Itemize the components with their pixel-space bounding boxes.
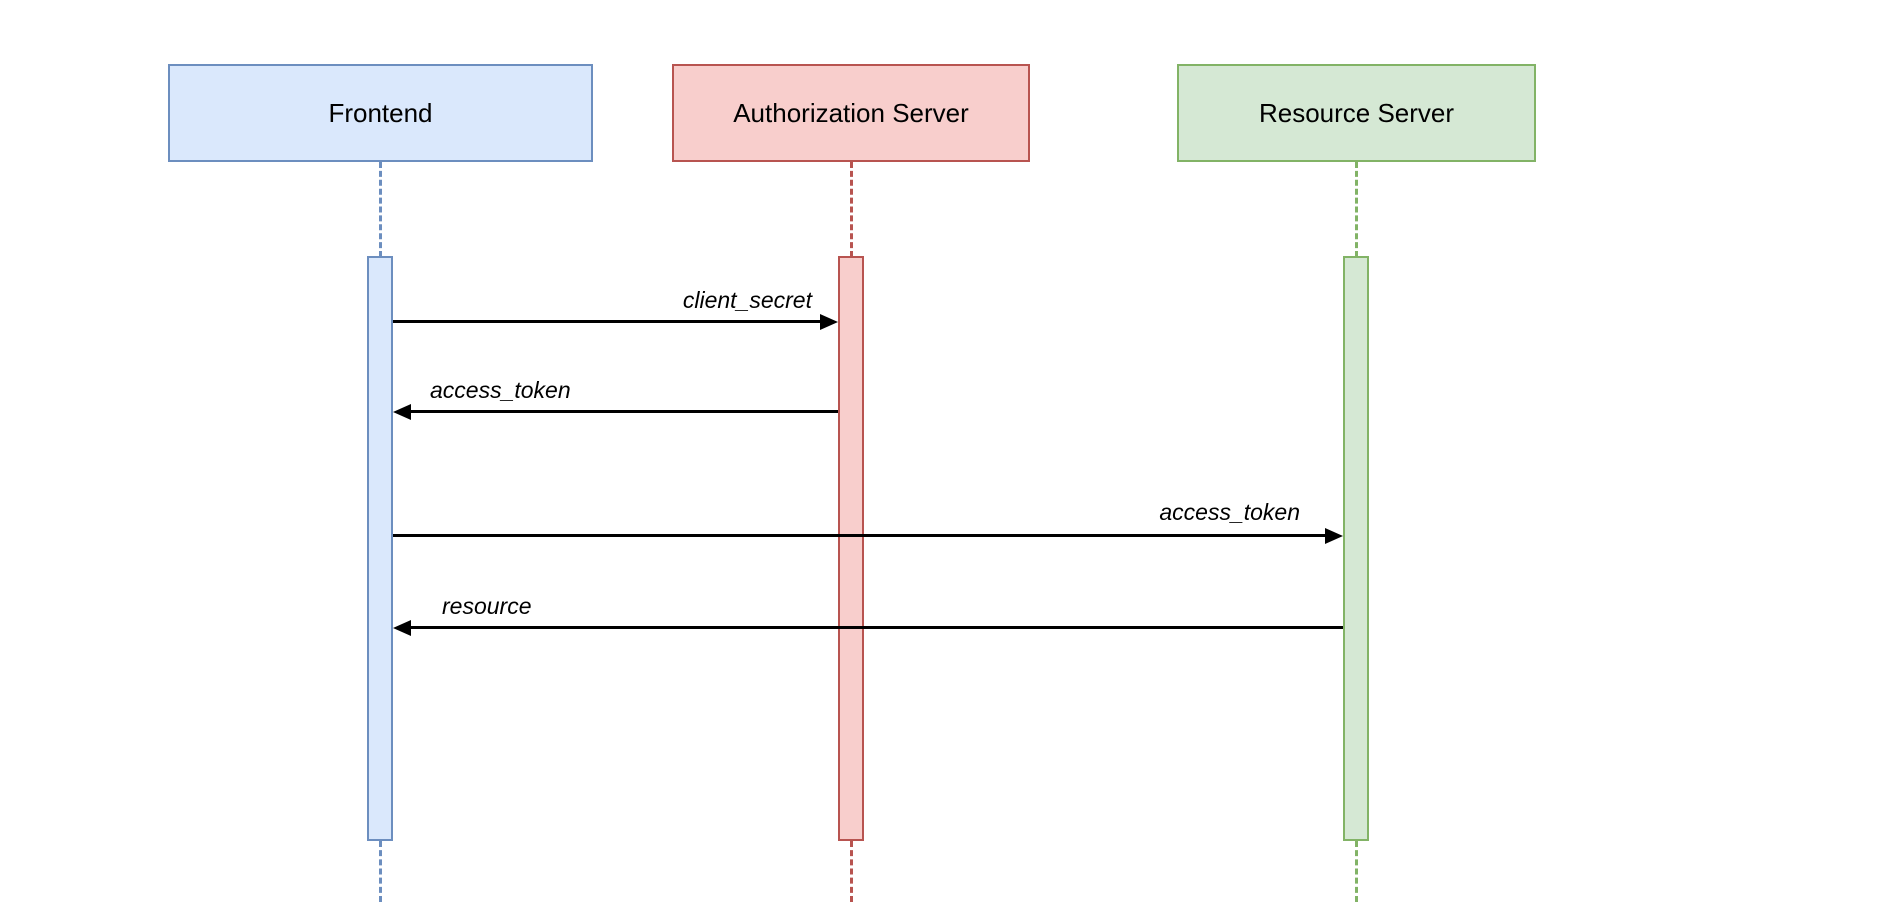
lifeline-authorization-server-top [850,162,853,257]
arrowhead-left-icon [393,404,411,420]
activation-bar-frontend [367,256,393,841]
message-label-client-secret: client_secret [682,287,812,313]
actor-box-frontend: Frontend [168,64,593,162]
activation-bar-resource-server [1343,256,1369,841]
message-line-client-secret [393,320,821,323]
message-label-resource: resource [442,593,532,619]
message-label-access-token-send: access_token [1159,499,1300,525]
lifeline-frontend-bottom [379,841,382,902]
lifeline-authorization-server-bottom [850,841,853,902]
activation-bar-authorization-server [838,256,864,841]
lifeline-resource-server-bottom [1355,841,1358,902]
message-line-access-token-return [410,410,838,413]
message-line-access-token-send [393,534,1325,537]
arrowhead-right-icon [1325,528,1343,544]
actor-label-authorization-server: Authorization Server [733,97,969,128]
actor-box-resource-server: Resource Server [1177,64,1536,162]
actor-label-resource-server: Resource Server [1258,97,1455,128]
actor-label-frontend: Frontend [328,97,433,128]
lifeline-resource-server-top [1355,162,1358,257]
actor-box-authorization-server: Authorization Server [672,64,1030,162]
message-label-access-token-return: access_token [430,377,571,403]
arrowhead-right-icon [820,314,838,330]
arrowhead-left-icon [393,620,411,636]
message-line-resource [410,626,1343,629]
lifeline-frontend-top [379,162,382,257]
